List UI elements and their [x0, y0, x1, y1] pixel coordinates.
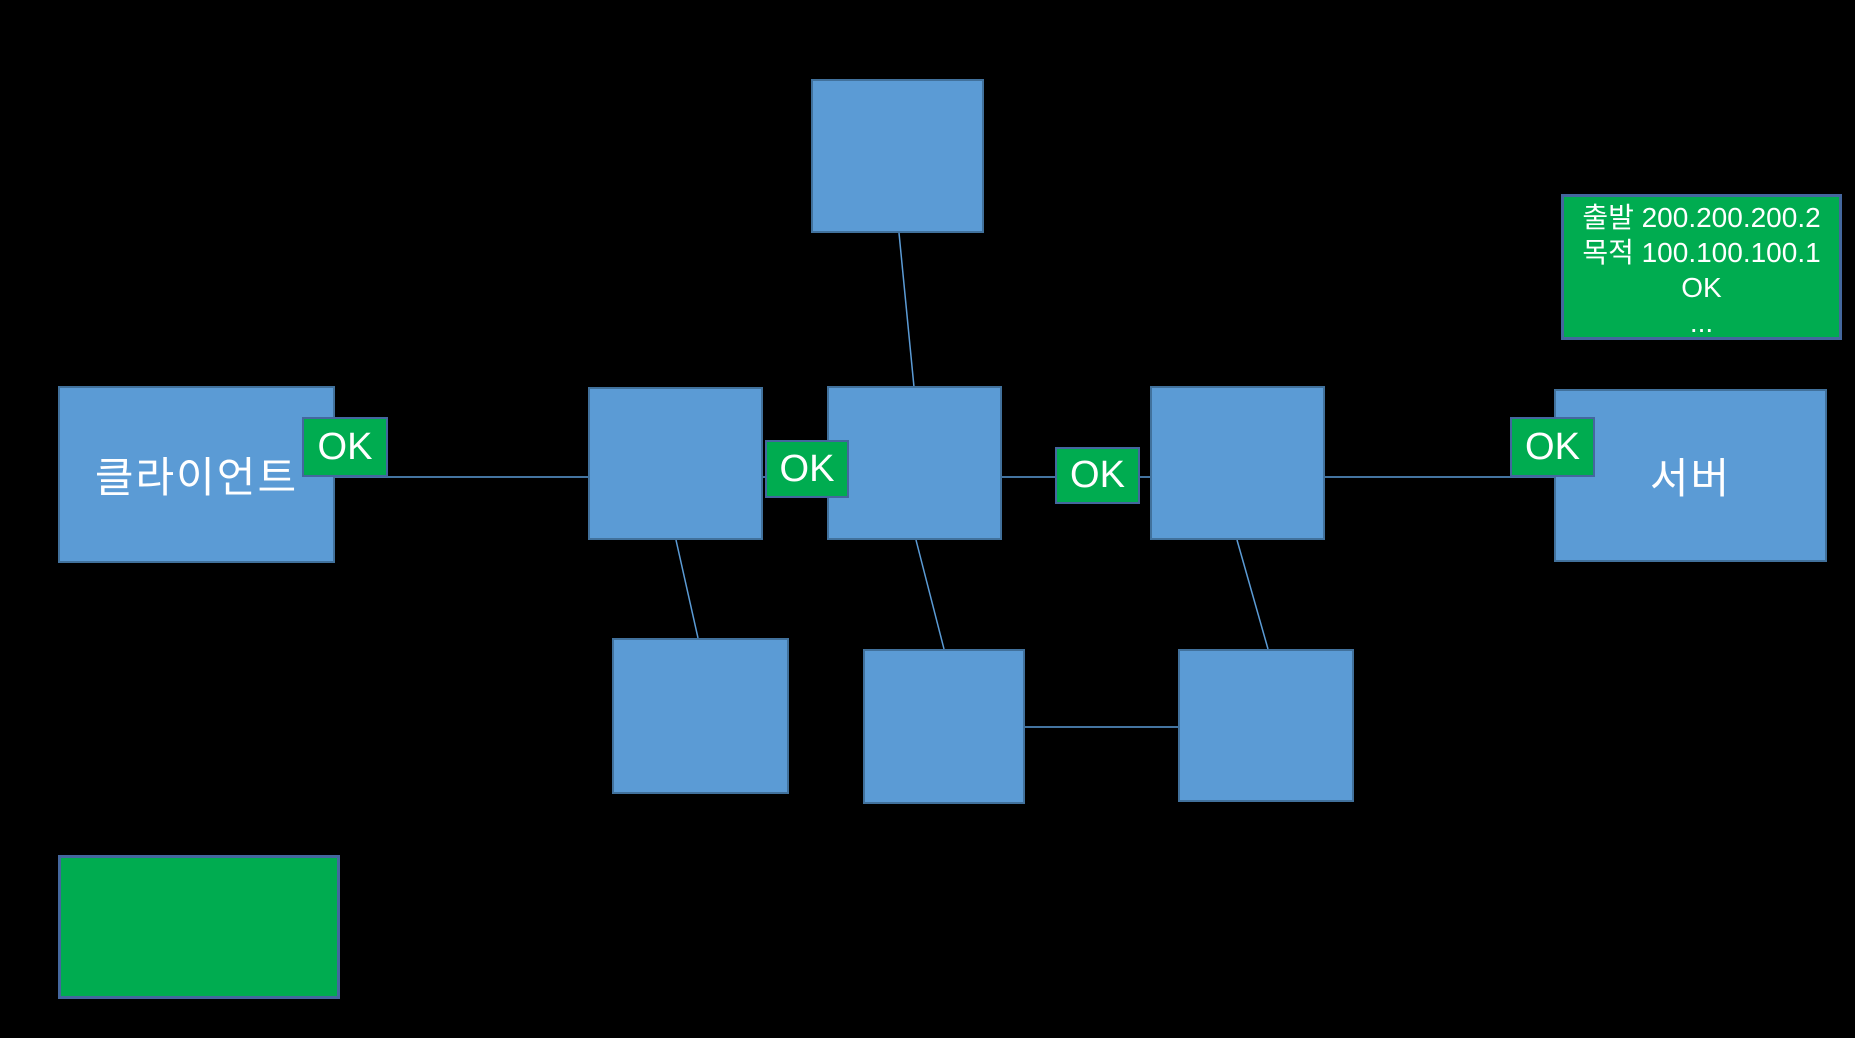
connector-router1-to-bottom1 — [675, 539, 699, 639]
connector-router2-to-bottom2 — [915, 539, 945, 650]
ok-badge-4-label: OK — [1525, 425, 1580, 468]
connector-top-to-router2 — [898, 232, 915, 388]
ok-badge-3-label: OK — [1070, 454, 1125, 496]
client-label: 클라이언트 — [94, 454, 299, 501]
bottom-router-node-1 — [612, 638, 789, 794]
server-node: 서버 — [1554, 389, 1827, 562]
ok-badge-4: OK — [1510, 417, 1595, 477]
router-node-3 — [1150, 386, 1325, 540]
ok-badge-1-label: OK — [317, 425, 373, 468]
ok-badge-1: OK — [302, 417, 388, 477]
ok-badge-2: OK — [765, 440, 849, 498]
empty-packet-box — [58, 855, 340, 999]
router-node-2 — [827, 386, 1002, 540]
bottom-router-node-2 — [863, 649, 1025, 804]
bottom-router-node-3 — [1178, 649, 1354, 802]
router-node-1 — [588, 387, 763, 540]
packet-source-line: 출발 200.200.200.2 — [1582, 202, 1821, 233]
packet-destination-line: 목적 100.100.100.1 — [1582, 237, 1821, 268]
packet-ellipsis-line: ... — [1689, 307, 1714, 338]
server-label: 서버 — [1649, 455, 1732, 502]
packet-status-line: OK — [1681, 272, 1722, 303]
ok-badge-2-label: OK — [779, 447, 835, 490]
client-node: 클라이언트 — [58, 386, 335, 563]
packet-info-box: 출발 200.200.200.2 목적 100.100.100.1 OK ... — [1561, 194, 1842, 340]
ok-badge-3: OK — [1055, 447, 1140, 504]
node-top — [811, 79, 984, 233]
connector-router3-to-bottom3 — [1236, 539, 1269, 650]
